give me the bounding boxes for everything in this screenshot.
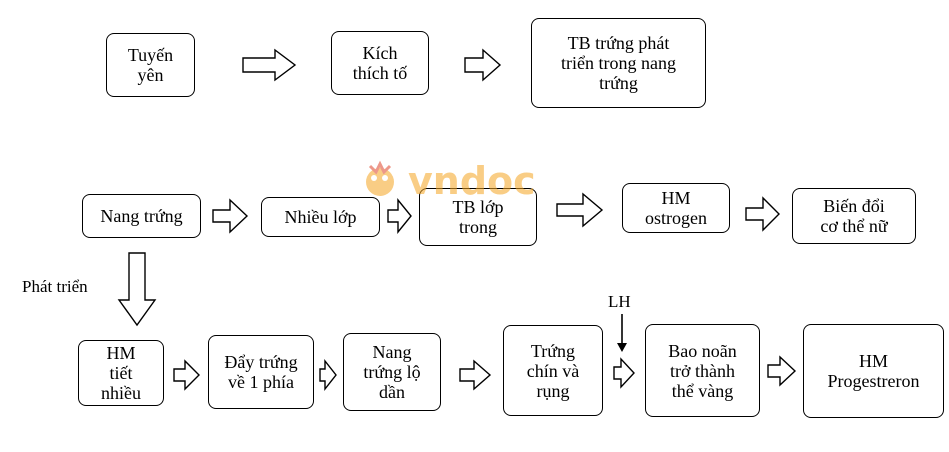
node-label: HM ostrogen	[645, 188, 707, 228]
arrow-right	[745, 196, 780, 232]
node-label: Trứng chín và rụng	[526, 340, 580, 401]
node-label: Nang trứng	[100, 206, 183, 226]
node-hm-ostrogen: HM ostrogen	[622, 183, 730, 233]
watermark-text: vndoc	[408, 159, 536, 203]
node-label: Tuyến yên	[127, 45, 174, 85]
arrow-right	[242, 48, 297, 82]
node-nang-trung-lo: Nang trứng lộ dần	[343, 333, 441, 411]
label-lh: LH	[608, 292, 631, 311]
label-phat-trien: Phát triển	[22, 277, 88, 296]
node-bao-noan: Bao noãn trở thành thể vàng	[645, 324, 760, 417]
arrow-down	[117, 252, 157, 327]
arrow-right	[767, 355, 797, 387]
node-hm-progestreron: HM Progestreron	[803, 324, 944, 418]
node-label: Đẩy trứng về 1 phía	[224, 352, 298, 392]
arrow-right	[464, 48, 502, 82]
arrow-right	[173, 359, 200, 391]
node-kich-thich-to: Kích thích tố	[331, 31, 429, 95]
node-nhieu-lop: Nhiều lớp	[261, 197, 380, 237]
arrow-right	[459, 359, 492, 391]
node-label: TB trứng phát triển trong nang trứng	[561, 33, 676, 93]
node-tuyen-yen: Tuyến yên	[106, 33, 195, 97]
node-label: Kích thích tố	[352, 43, 408, 83]
arrow-right	[556, 192, 604, 228]
watermark-logo: vndoc	[360, 158, 590, 204]
arrow-right	[319, 358, 337, 392]
node-label: HM Progestreron	[827, 351, 920, 391]
node-label: Nhiều lớp	[284, 207, 357, 227]
node-label: Bao noãn trở thành thể vàng	[668, 340, 737, 401]
node-tb-trung: TB trứng phát triển trong nang trứng	[531, 18, 706, 108]
arrow-lh-head	[617, 343, 627, 352]
node-trung-chin: Trứng chín và rụng	[503, 325, 603, 416]
arrow-right	[613, 357, 635, 389]
node-label: TB lớp trong	[452, 197, 504, 237]
node-day-trung: Đẩy trứng về 1 phía	[208, 335, 314, 409]
node-hm-tiet-nhieu: HM tiết nhiều	[78, 340, 164, 406]
node-bien-doi: Biến đổi cơ thể nữ	[792, 188, 916, 244]
node-label: Nang trứng lộ dần	[363, 342, 421, 402]
node-label: Biến đổi cơ thể nữ	[820, 196, 888, 236]
node-label: HM tiết nhiều	[101, 343, 141, 403]
watermark-mascot-icon	[366, 168, 394, 196]
node-tb-lop-trong: TB lớp trong	[419, 188, 537, 246]
arrow-right	[212, 198, 249, 234]
node-nang-trung: Nang trứng	[82, 194, 201, 238]
arrow-right	[387, 198, 412, 234]
